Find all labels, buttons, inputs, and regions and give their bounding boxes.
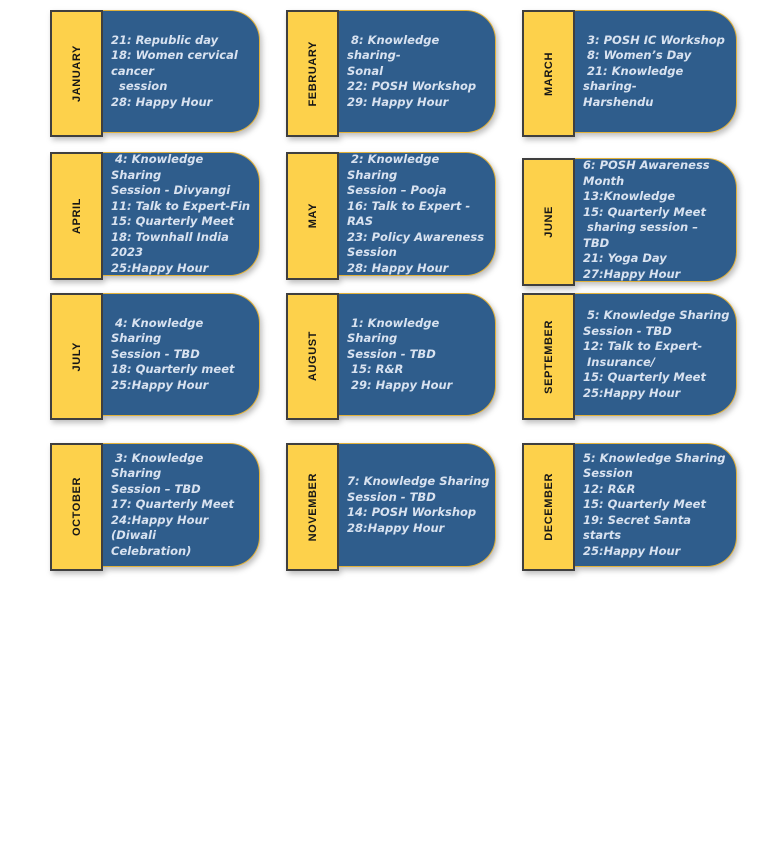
month-tab: SEPTEMBER bbox=[522, 293, 575, 420]
month-tab: JANUARY bbox=[50, 10, 103, 137]
month-label: JANUARY bbox=[70, 45, 83, 102]
event-list: 7: Knowledge Sharing Session - TBD 14: P… bbox=[347, 474, 490, 535]
event-list: 4: Knowledge Sharing Session - TBD 18: Q… bbox=[111, 315, 235, 392]
month-label: OCTOBER bbox=[70, 477, 83, 537]
month-card: OCTOBER 3: Knowledge Sharing Session – T… bbox=[50, 443, 260, 571]
month-label: MARCH bbox=[542, 51, 555, 96]
events-panel: 7: Knowledge Sharing Session - TBD 14: P… bbox=[338, 443, 496, 567]
month-card: JUNE 6: POSH Awareness Month 13:Knowledg… bbox=[522, 158, 737, 286]
event-list: 2: Knowledge Sharing Session – Pooja 16:… bbox=[347, 152, 485, 275]
month-tab: APRIL bbox=[50, 152, 103, 280]
month-tab: OCTOBER bbox=[50, 443, 103, 571]
month-tab: JULY bbox=[50, 293, 103, 420]
event-list: 3: POSH IC Workshop 8: Women’s Day 21: K… bbox=[583, 32, 725, 109]
month-label: JULY bbox=[70, 341, 83, 372]
month-card: MAY 2: Knowledge Sharing Session – Pooja… bbox=[286, 152, 496, 280]
month-card: AUGUST 1: Knowledge Sharing Session - TB… bbox=[286, 293, 496, 420]
events-panel: 4: Knowledge Sharing Session - TBD 18: Q… bbox=[102, 293, 260, 416]
events-panel: 5: Knowledge Sharing Session 12: R&R 15:… bbox=[574, 443, 737, 567]
month-card: FEBRUARY 8: Knowledge sharing- Sonal 22:… bbox=[286, 10, 496, 137]
event-list: 4: Knowledge Sharing Session - Divyangi … bbox=[111, 152, 251, 275]
events-panel: 21: Republic day 18: Women cervical canc… bbox=[102, 10, 260, 133]
event-list: 8: Knowledge sharing- Sonal 22: POSH Wor… bbox=[347, 32, 477, 109]
month-tab: JUNE bbox=[522, 158, 575, 286]
month-label: JUNE bbox=[542, 206, 555, 238]
month-card: APRIL 4: Knowledge Sharing Session - Div… bbox=[50, 152, 260, 280]
month-label: DECEMBER bbox=[542, 473, 555, 541]
month-tab: AUGUST bbox=[286, 293, 339, 420]
calendar-grid: JANUARY 21: Republic day 18: Women cervi… bbox=[50, 10, 737, 571]
events-panel: 6: POSH Awareness Month 13:Knowledge 15:… bbox=[574, 158, 737, 282]
events-panel: 1: Knowledge Sharing Session - TBD 15: R… bbox=[338, 293, 496, 416]
events-panel: 3: POSH IC Workshop 8: Women’s Day 21: K… bbox=[574, 10, 737, 133]
month-label: FEBRUARY bbox=[306, 40, 319, 107]
month-card: NOVEMBER 7: Knowledge Sharing Session - … bbox=[286, 443, 496, 571]
month-tab: MAY bbox=[286, 152, 339, 280]
month-label: APRIL bbox=[70, 198, 83, 234]
month-card: SEPTEMBER 5: Knowledge Sharing Session -… bbox=[522, 293, 737, 420]
month-label: AUGUST bbox=[306, 331, 319, 382]
month-label: NOVEMBER bbox=[306, 472, 319, 542]
month-card: DECEMBER 5: Knowledge Sharing Session 12… bbox=[522, 443, 737, 571]
month-tab: NOVEMBER bbox=[286, 443, 339, 571]
month-tab: MARCH bbox=[522, 10, 575, 137]
events-panel: 3: Knowledge Sharing Session – TBD 17: Q… bbox=[102, 443, 260, 567]
events-panel: 2: Knowledge Sharing Session – Pooja 16:… bbox=[338, 152, 496, 276]
month-tab: DECEMBER bbox=[522, 443, 575, 571]
month-label: SEPTEMBER bbox=[542, 319, 555, 394]
event-list: 3: Knowledge Sharing Session – TBD 17: Q… bbox=[111, 450, 234, 558]
event-list: 6: POSH Awareness Month 13:Knowledge 15:… bbox=[583, 158, 710, 281]
events-panel: 4: Knowledge Sharing Session - Divyangi … bbox=[102, 152, 260, 276]
month-tab: FEBRUARY bbox=[286, 10, 339, 137]
month-card: JANUARY 21: Republic day 18: Women cervi… bbox=[50, 10, 260, 137]
events-panel: 8: Knowledge sharing- Sonal 22: POSH Wor… bbox=[338, 10, 496, 133]
event-list: 5: Knowledge Sharing Session 12: R&R 15:… bbox=[583, 450, 726, 558]
month-card: MARCH 3: POSH IC Workshop 8: Women’s Day… bbox=[522, 10, 737, 137]
event-list: 21: Republic day 18: Women cervical canc… bbox=[111, 32, 238, 109]
event-list: 5: Knowledge Sharing Session - TBD 12: T… bbox=[583, 308, 730, 400]
event-list: 1: Knowledge Sharing Session - TBD 15: R… bbox=[347, 315, 453, 392]
month-label: MAY bbox=[306, 203, 319, 229]
month-card: JULY 4: Knowledge Sharing Session - TBD … bbox=[50, 293, 260, 420]
events-panel: 5: Knowledge Sharing Session - TBD 12: T… bbox=[574, 293, 737, 416]
